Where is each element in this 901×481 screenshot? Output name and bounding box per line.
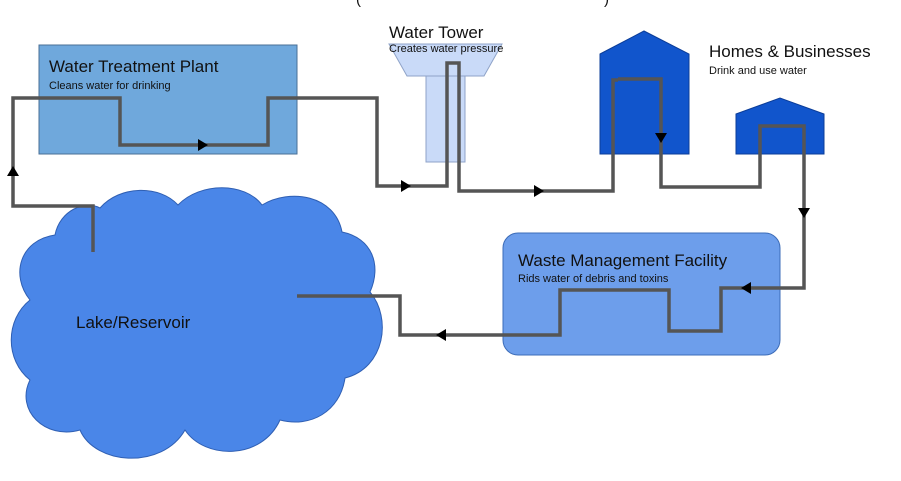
arrow-head-icon [534, 185, 544, 197]
tower-title: Water Tower [389, 23, 484, 42]
flow-arrows [7, 133, 810, 341]
large-house [599, 30, 690, 155]
homes-title: Homes & Businesses [709, 42, 871, 61]
waste-management-facility: Waste Management Facility Rids water of … [502, 232, 781, 356]
waste-facility-subtitle: Rids water of debris and toxins [518, 273, 669, 285]
arrow-head-icon [7, 166, 19, 176]
header-fragment-left: ( [356, 0, 361, 8]
arrow-head-icon [798, 208, 810, 218]
lake-title: Lake/Reservoir [76, 313, 191, 332]
waste-facility-title: Waste Management Facility [518, 251, 728, 270]
arrow-head-icon [436, 329, 446, 341]
arrow-head-icon [741, 282, 751, 294]
homes-subtitle: Drink and use water [709, 65, 807, 77]
treatment-plant-title: Water Treatment Plant [49, 57, 219, 76]
homes-and-businesses: Homes & Businesses Drink and use water [599, 30, 871, 155]
lake-reservoir: Lake/Reservoir [10, 187, 383, 459]
lake-cloud [10, 187, 383, 459]
arrow-head-icon [198, 139, 208, 151]
header-fragment-right: ) [604, 0, 609, 8]
waste-facility-box [502, 232, 781, 356]
treatment-plant-subtitle: Cleans water for drinking [49, 80, 171, 92]
arrow-head-icon [401, 180, 411, 192]
arrow-head-icon [655, 133, 667, 143]
tower-tank [388, 43, 503, 77]
tower-subtitle: Creates water pressure [389, 43, 503, 55]
pipes [11, 61, 806, 337]
pipe-lake-to-treatment [11, 61, 618, 252]
pipe-homes-to-waste [297, 77, 806, 337]
